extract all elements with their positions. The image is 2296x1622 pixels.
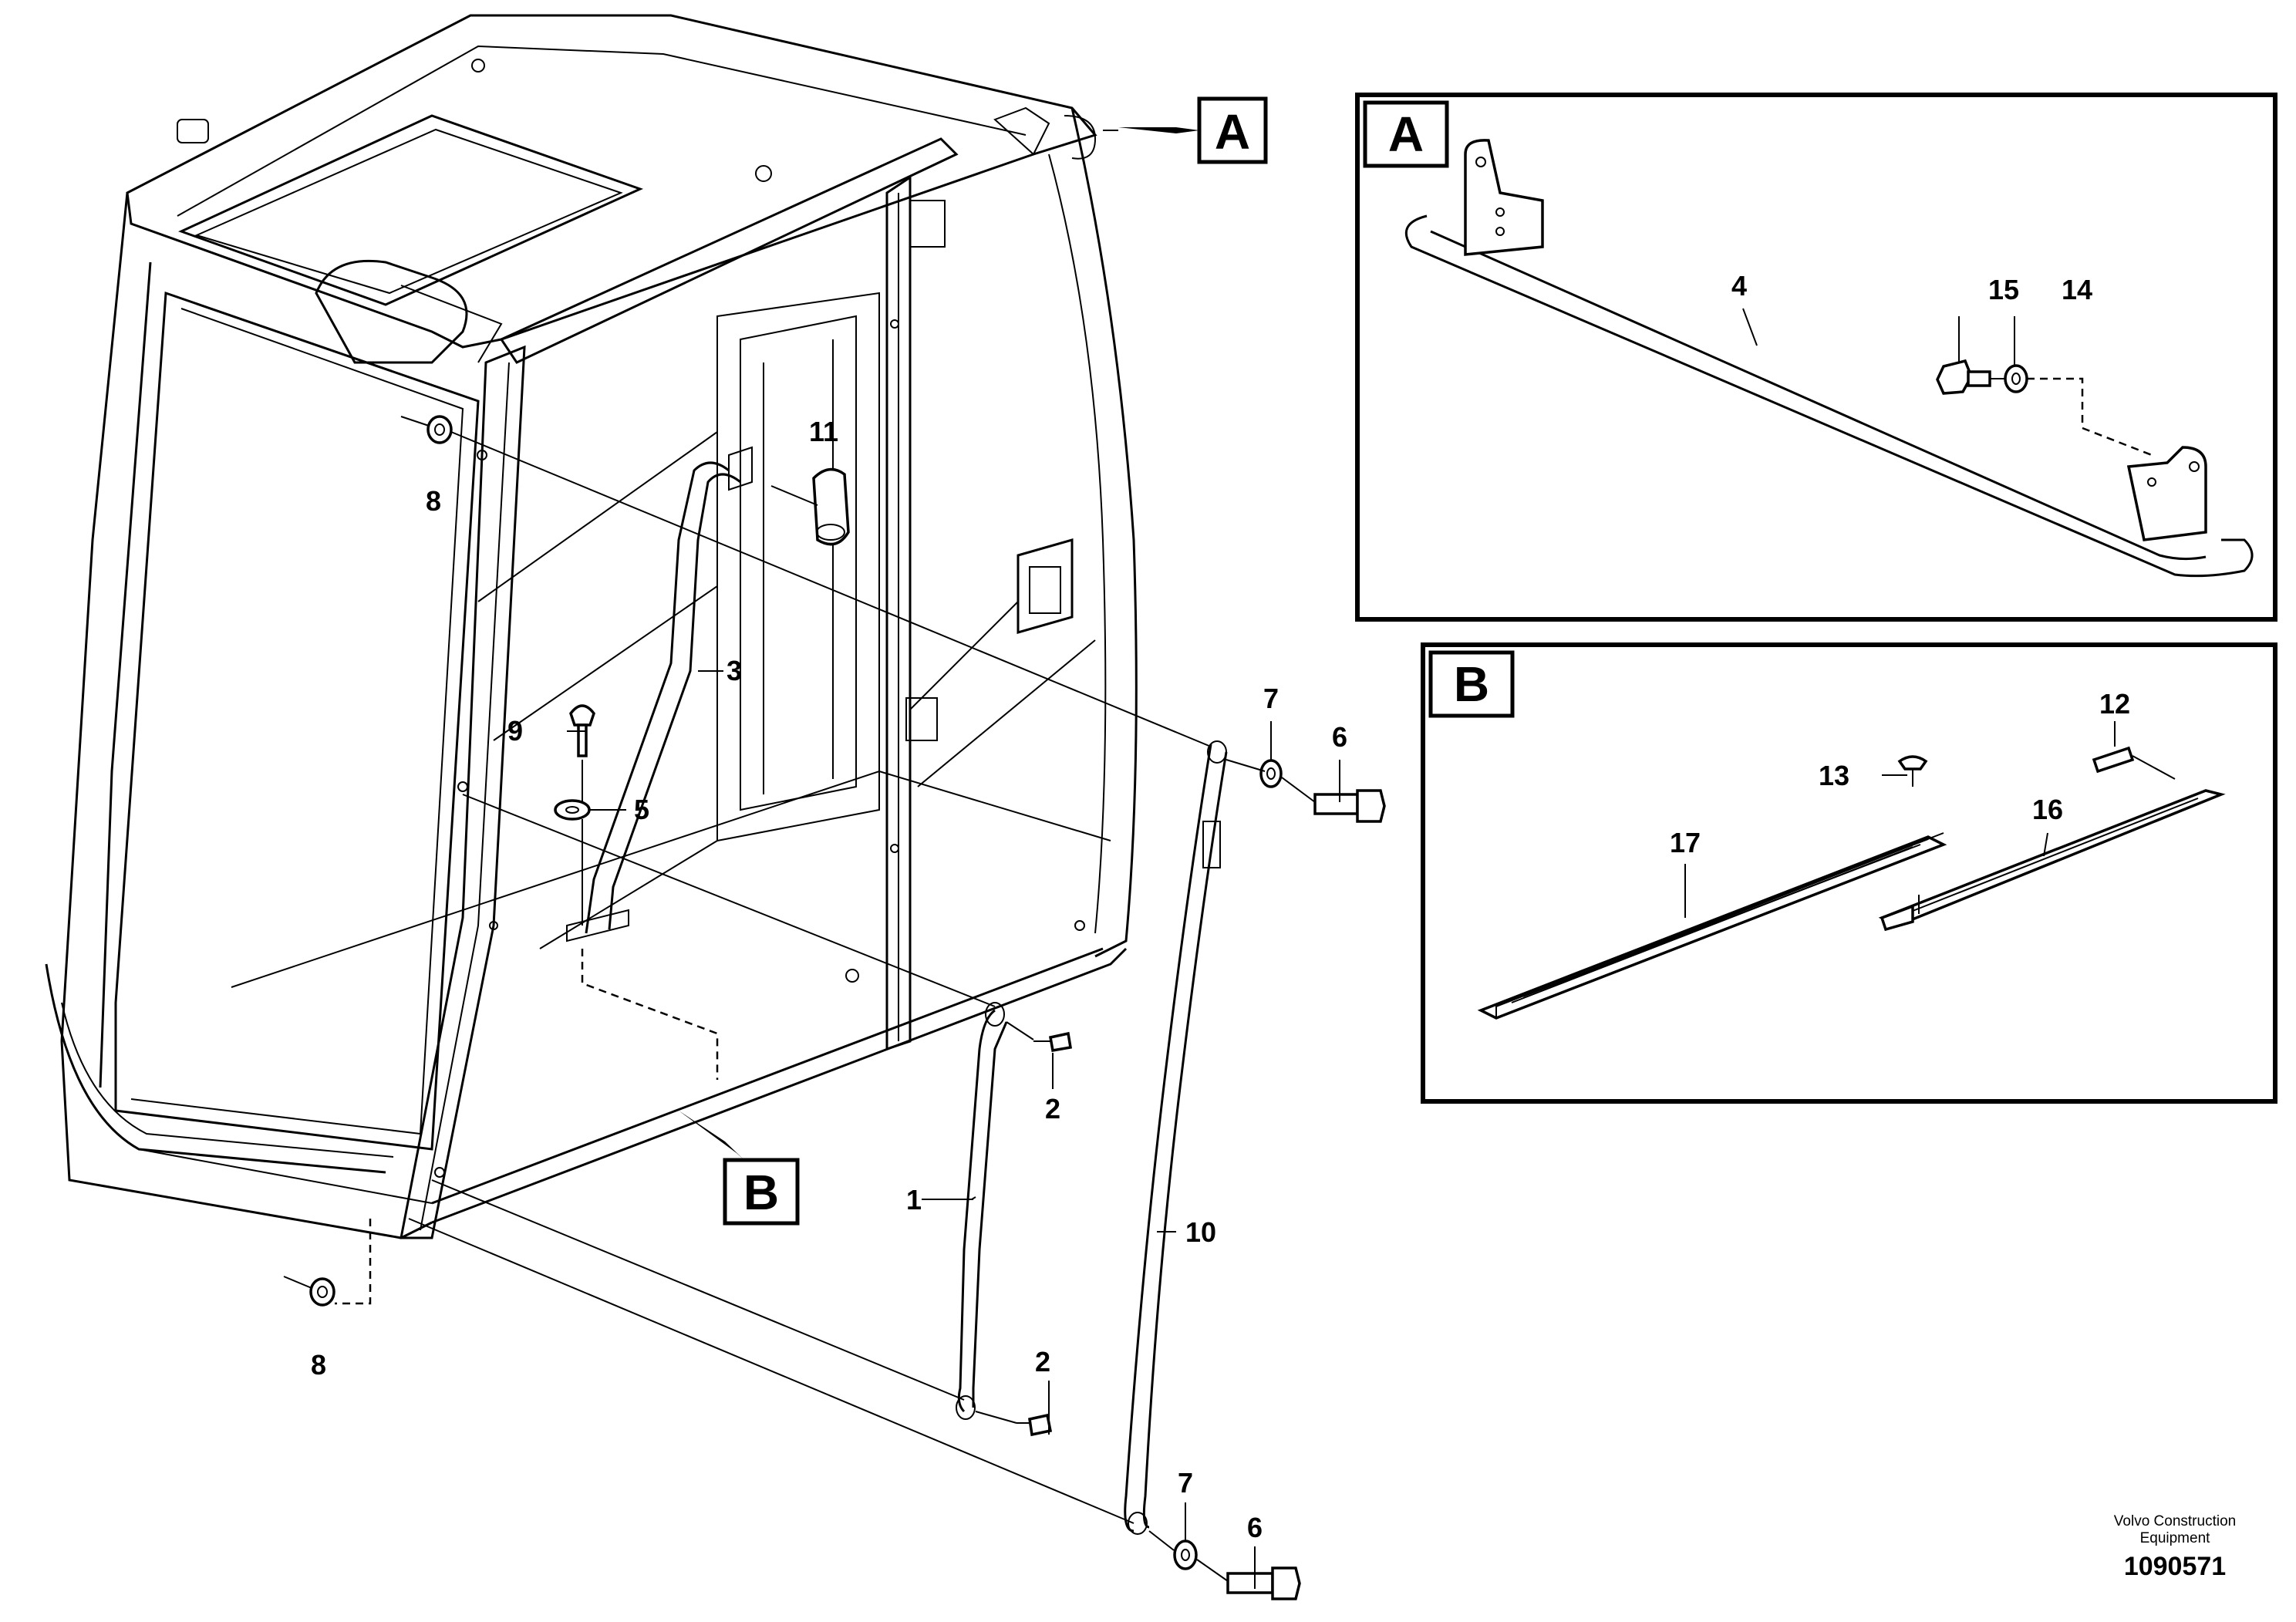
- washer-5: [554, 799, 591, 821]
- callout-5: 5: [634, 794, 649, 825]
- washer-7-upper: [1259, 759, 1283, 788]
- detail-b-panel: [1421, 642, 2277, 1104]
- section-a-flag: [1103, 96, 1268, 164]
- callout-6-upper: 6: [1332, 721, 1347, 753]
- cab-illustration: [45, 14, 1138, 1239]
- screw-2-upper: [1033, 1031, 1073, 1053]
- detail-a-letter: A: [1388, 106, 1424, 162]
- screw-9: [569, 704, 595, 757]
- washer-8-upper: [400, 415, 453, 444]
- callout-8-upper: 8: [426, 485, 441, 517]
- callout-3: 3: [727, 655, 742, 686]
- callout-9: 9: [507, 715, 523, 747]
- bolt-6-upper: [1313, 789, 1386, 823]
- callout-2-upper: 2: [1045, 1093, 1060, 1125]
- callout-12: 12: [2099, 688, 2130, 720]
- callout-10: 10: [1185, 1216, 1216, 1248]
- callout-11: 11: [809, 416, 838, 447]
- credit-line-1: Volvo Construction: [2113, 1513, 2237, 1529]
- callout-8-lower: 8: [311, 1349, 326, 1381]
- grab-rail-1: [956, 1002, 1008, 1420]
- callout-7-lower: 7: [1178, 1467, 1193, 1499]
- callout-6-lower: 6: [1247, 1512, 1263, 1543]
- section-b-flag-letter: B: [743, 1165, 779, 1220]
- grab-rail-3: [566, 446, 753, 943]
- grab-rail-10: [1124, 740, 1228, 1535]
- manufacturer-credit: Volvo Construction Equipment: [2067, 1513, 2283, 1547]
- cover-11: [812, 467, 850, 546]
- drawing-number: 1090571: [2123, 1552, 2227, 1581]
- detail-b-letter: B: [1454, 656, 1489, 712]
- credit-line-2: Equipment: [2139, 1530, 2210, 1546]
- leader-lines: [567, 308, 2116, 1589]
- assembly-lines: [335, 431, 1316, 1582]
- washer-8-lower: [283, 1276, 335, 1307]
- callout-14: 14: [2062, 274, 2092, 305]
- callout-17: 17: [1670, 827, 1701, 858]
- callout-2-lower: 2: [1035, 1346, 1050, 1378]
- callout-4: 4: [1731, 270, 1747, 302]
- screw-2-lower: [1017, 1413, 1053, 1437]
- callout-7-upper: 7: [1263, 683, 1279, 714]
- callout-13: 13: [1819, 760, 1849, 791]
- washer-7-lower: [1173, 1539, 1198, 1570]
- section-a-flag-letter: A: [1215, 104, 1250, 160]
- detail-a-panel: [1355, 93, 2277, 622]
- bolt-6-lower: [1226, 1566, 1301, 1600]
- callout-1: 1: [906, 1184, 922, 1216]
- callout-15: 15: [1988, 274, 2019, 305]
- callout-16: 16: [2032, 794, 2063, 825]
- section-b-flag: [679, 1111, 800, 1226]
